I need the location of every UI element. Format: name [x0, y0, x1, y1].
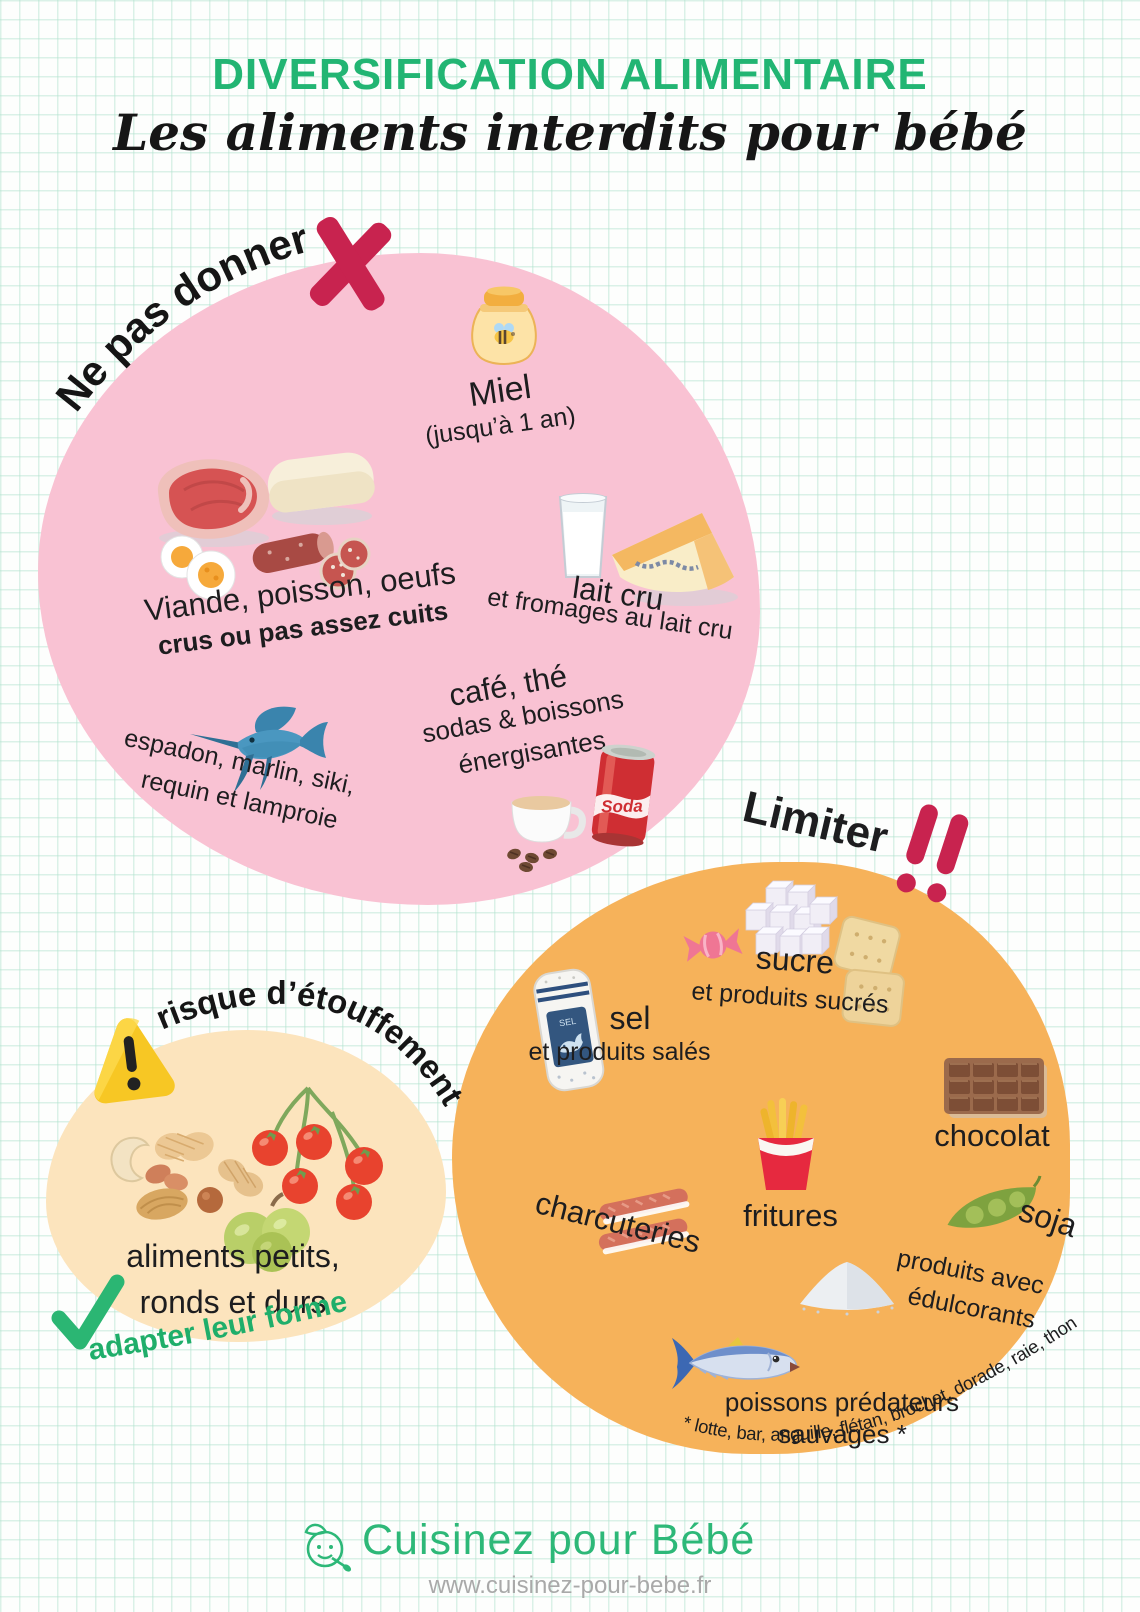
svg-text:* lotte, bar, anguille, flétan: * lotte, bar, anguille, flétan, brochet,…	[681, 1312, 1080, 1445]
tuna-icon	[672, 1337, 800, 1389]
double-exclamation-icon	[896, 804, 969, 903]
page-subtitle: Les aliments interdits pour bébé	[113, 103, 1027, 162]
candy-icon	[683, 928, 743, 962]
fries-icon	[758, 1098, 814, 1190]
biscuits-icon	[833, 915, 905, 1027]
svg-text:Soda: Soda	[601, 797, 643, 817]
choking-advice-curved: adapter leur forme	[86, 1285, 350, 1367]
honey-jar-icon	[471, 286, 537, 365]
salami-icon	[252, 531, 371, 590]
sausages-icon	[598, 1188, 690, 1255]
predator-fish-line1: poissons prédateurs	[724, 1387, 960, 1417]
sweetener-powder-icon	[800, 1262, 894, 1316]
salt-note: et produits salés	[528, 1038, 711, 1066]
chocolate-label: chocolat	[934, 1118, 1050, 1153]
choking-line2: ronds et durs	[139, 1284, 327, 1320]
forbidden-heading-curved: Ne pas donner	[46, 214, 313, 419]
swordfish-icon	[190, 706, 328, 792]
fries-label: fritures	[743, 1198, 838, 1233]
x-mark-icon	[309, 216, 392, 311]
brand-logo-baby-icon	[304, 1523, 352, 1572]
predator-fish-footnote-curved: * lotte, bar, anguille, flétan, brochet,…	[681, 1312, 1080, 1445]
chocolate-bar-icon	[944, 1058, 1047, 1118]
soybean-pod-icon	[947, 1175, 1042, 1228]
limit-heading: Limiter	[738, 782, 893, 863]
warning-triangle-icon	[94, 1018, 175, 1104]
grapes-icon	[224, 1192, 310, 1272]
page-title: DIVERSIFICATION ALIMENTAIRE	[212, 50, 928, 99]
svg-text:adapter leur forme: adapter leur forme	[86, 1285, 350, 1367]
check-icon	[51, 1274, 125, 1350]
soda-can-icon: Soda	[591, 744, 656, 847]
brand-name: Cuisinez pour Bébé	[362, 1516, 756, 1564]
svg-text:SEL: SEL	[558, 1016, 576, 1029]
cheese-wedge-icon	[612, 513, 738, 606]
svg-text:Ne pas donner: Ne pas donner	[46, 214, 313, 419]
salt-jar-icon: SEL	[533, 968, 605, 1092]
choking-line1: aliments petits,	[126, 1238, 340, 1274]
raw-steak-icon	[157, 459, 270, 547]
website-url: www.cuisinez-pour-bebe.fr	[428, 1572, 712, 1599]
cherry-tomatoes-icon	[252, 1086, 383, 1220]
coffee-cup-icon	[507, 796, 586, 873]
predator-fish-line2: sauvages *	[778, 1419, 907, 1449]
boiled-eggs-icon	[160, 535, 236, 600]
milk-glass-icon	[558, 493, 608, 578]
salt-label: sel	[609, 1000, 651, 1036]
raw-fish-fillet-icon	[267, 452, 375, 525]
nuts-icon	[110, 1132, 264, 1220]
sugar-cubes-icon	[745, 880, 838, 957]
